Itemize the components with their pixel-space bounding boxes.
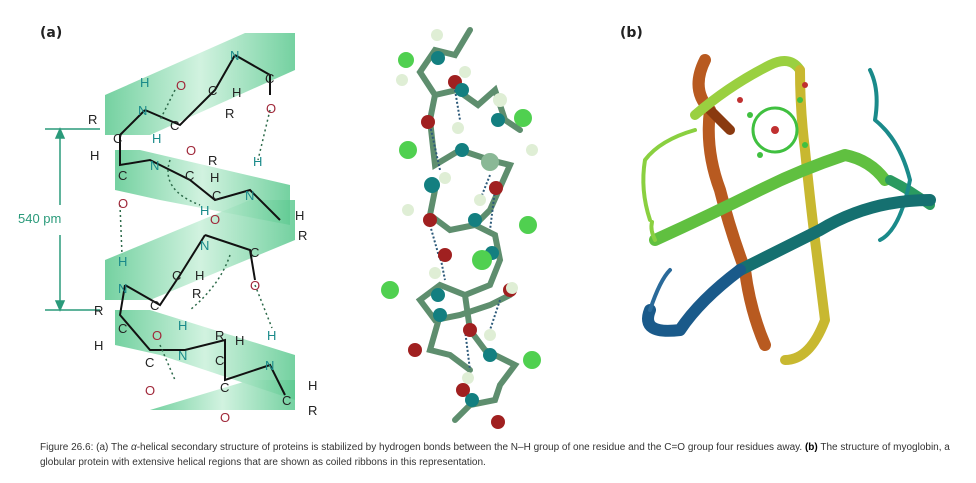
svg-text:R: R xyxy=(88,112,97,127)
svg-text:O: O xyxy=(210,212,220,227)
dimension-marker xyxy=(45,127,100,312)
svg-text:O: O xyxy=(266,101,276,116)
svg-text:H: H xyxy=(232,85,241,100)
svg-text:C: C xyxy=(150,298,159,313)
svg-text:C: C xyxy=(118,168,127,183)
svg-text:N: N xyxy=(245,188,254,203)
svg-text:C: C xyxy=(113,131,122,146)
svg-text:H: H xyxy=(210,170,219,185)
svg-text:O: O xyxy=(220,410,230,425)
svg-text:H: H xyxy=(235,333,244,348)
svg-text:H: H xyxy=(295,208,304,223)
svg-text:R: R xyxy=(298,228,307,243)
svg-text:C: C xyxy=(170,118,179,133)
svg-text:O: O xyxy=(118,196,128,211)
svg-text:H: H xyxy=(253,154,262,169)
svg-text:H: H xyxy=(308,378,317,393)
svg-text:N: N xyxy=(178,348,187,363)
svg-text:H: H xyxy=(152,131,161,146)
svg-text:N: N xyxy=(265,358,274,373)
svg-text:N: N xyxy=(150,158,159,173)
caption-prefix: Figure 26.6: (a) The xyxy=(40,442,131,453)
svg-text:R: R xyxy=(208,153,217,168)
svg-text:C: C xyxy=(250,245,259,260)
svg-text:H: H xyxy=(118,254,127,269)
svg-text:H: H xyxy=(178,318,187,333)
svg-text:R: R xyxy=(308,403,317,418)
svg-text:O: O xyxy=(176,78,186,93)
svg-text:O: O xyxy=(250,278,260,293)
dimension-label: 540 pm xyxy=(18,211,61,226)
svg-text:H: H xyxy=(195,268,204,283)
svg-text:N: N xyxy=(138,103,147,118)
svg-text:C: C xyxy=(172,268,181,283)
svg-text:H: H xyxy=(94,338,103,353)
svg-text:C: C xyxy=(145,355,154,370)
caption-b-label: (b) xyxy=(804,442,818,453)
svg-text:H: H xyxy=(200,203,209,218)
myoglobin-ribbon-model xyxy=(641,54,936,365)
svg-text:O: O xyxy=(152,328,162,343)
ball-and-stick-model xyxy=(381,27,541,429)
svg-text:H: H xyxy=(140,75,149,90)
svg-text:N: N xyxy=(200,238,209,253)
svg-text:C: C xyxy=(265,71,274,86)
alpha-helix-schematic: N C O O C H R H N C R C H H N O C O C R … xyxy=(18,33,317,425)
svg-text:C: C xyxy=(212,188,221,203)
svg-text:C: C xyxy=(220,380,229,395)
svg-text:R: R xyxy=(215,328,224,343)
svg-text:C: C xyxy=(185,168,194,183)
svg-text:O: O xyxy=(145,383,155,398)
svg-text:R: R xyxy=(192,286,201,301)
svg-text:C: C xyxy=(282,393,291,408)
atom-n: N xyxy=(230,48,239,63)
caption-part1: -helical secondary structure of proteins… xyxy=(136,442,805,453)
svg-text:C: C xyxy=(208,83,217,98)
caption-alpha: α xyxy=(130,442,137,453)
svg-text:C: C xyxy=(215,353,224,368)
svg-text:N: N xyxy=(118,281,127,296)
svg-text:C: C xyxy=(118,321,127,336)
heme-group xyxy=(737,82,808,158)
svg-text:H: H xyxy=(267,328,276,343)
svg-text:H: H xyxy=(90,148,99,163)
panel-a-label: (a) xyxy=(40,25,63,41)
panel-b-label: (b) xyxy=(620,25,643,41)
caption-part2: The structure of myoglobin, a globular p… xyxy=(40,442,950,468)
figure-caption: Figure 26.6: (a) The α-helical secondary… xyxy=(40,440,950,470)
svg-text:R: R xyxy=(94,303,103,318)
svg-text:O: O xyxy=(186,143,196,158)
svg-text:R: R xyxy=(225,106,234,121)
